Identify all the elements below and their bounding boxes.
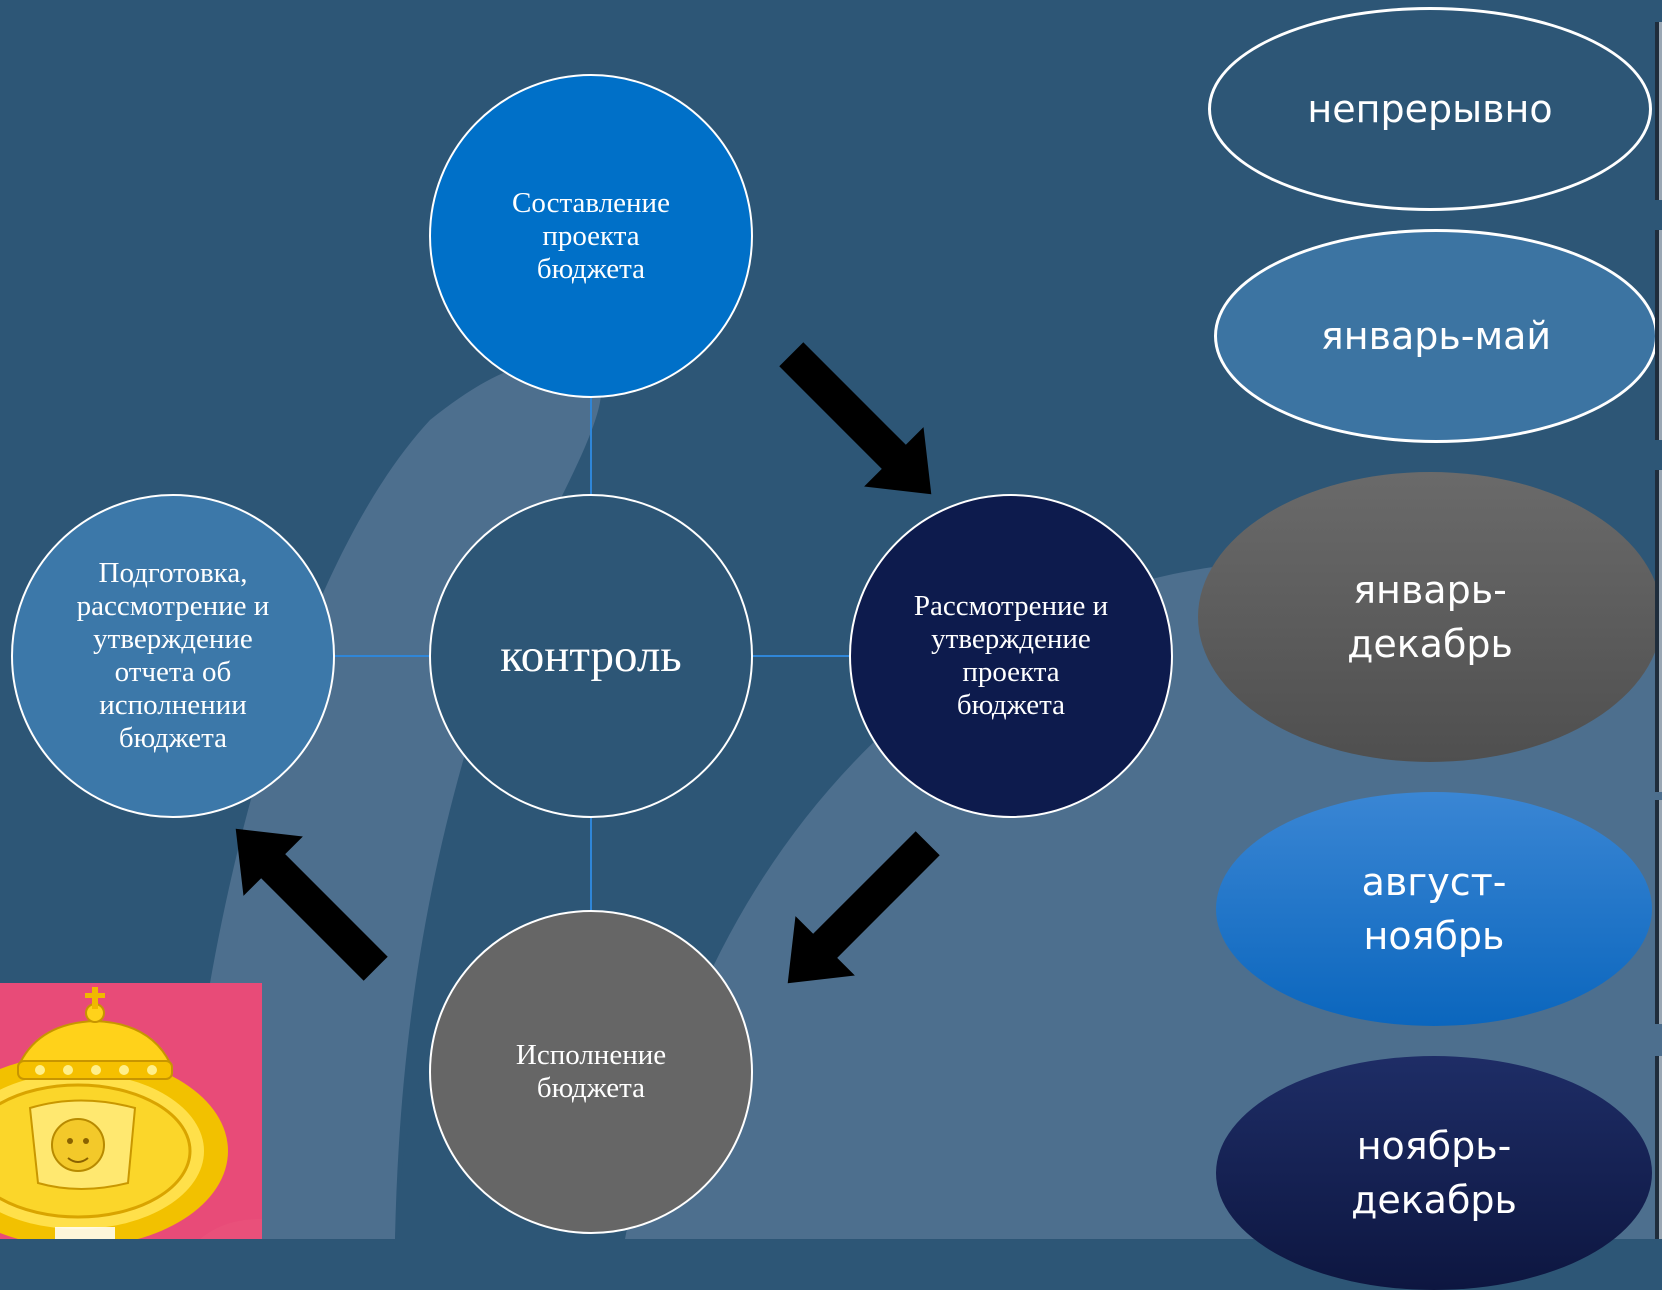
stage-review-circle: Рассмотрение и утверждение проекта бюдже…: [849, 494, 1173, 818]
edge-tick-4: [1655, 800, 1662, 1024]
edge-tick-3: [1655, 470, 1662, 792]
stage-execution-circle: Исполнение бюджета: [429, 910, 753, 1234]
stage-execution-label: Исполнение бюджета: [515, 1039, 667, 1104]
stage-drafting-circle: Составление проекта бюджета: [429, 74, 753, 398]
stage-drafting-label: Составление проекта бюджета: [512, 186, 670, 285]
arrow-up-left: [235, 828, 388, 981]
period-jan-may-oval: январь-май: [1214, 229, 1658, 443]
period-nov-dec-label: ноябрь- декабрь: [1351, 1124, 1517, 1222]
stage-report-circle: Подготовка, рассмотрение и утверждение о…: [11, 494, 335, 818]
slide: { "diagram": { "center_label": "контроль…: [0, 7, 1662, 1290]
period-aug-nov-label: август- ноябрь: [1361, 860, 1507, 958]
arrow-down-right-1: [779, 342, 932, 495]
arrow-down-left: [787, 831, 940, 984]
period-continuous-label: непрерывно: [1307, 87, 1553, 131]
connector-lines: [333, 398, 849, 910]
center-label: контроль: [500, 630, 682, 682]
edge-tick-1: [1655, 22, 1662, 200]
coat-of-arms-emblem: [0, 983, 262, 1239]
period-nov-dec-oval: ноябрь- декабрь: [1216, 1056, 1652, 1290]
period-jan-may-label: январь-май: [1320, 314, 1552, 358]
edge-tick-2: [1655, 230, 1662, 440]
stage-review-label: Рассмотрение и утверждение проекта бюдже…: [913, 590, 1109, 721]
stage-report-label: Подготовка, рассмотрение и утверждение о…: [76, 557, 270, 754]
center-circle: контроль: [429, 494, 753, 818]
period-jan-dec-label: январь- декабрь: [1347, 568, 1513, 666]
edge-tick-5: [1655, 1056, 1662, 1239]
period-jan-dec-oval: январь- декабрь: [1198, 472, 1662, 762]
period-continuous-oval: непрерывно: [1208, 7, 1652, 211]
cycle-arrows: [235, 342, 940, 984]
period-aug-nov-oval: август- ноябрь: [1216, 792, 1652, 1026]
